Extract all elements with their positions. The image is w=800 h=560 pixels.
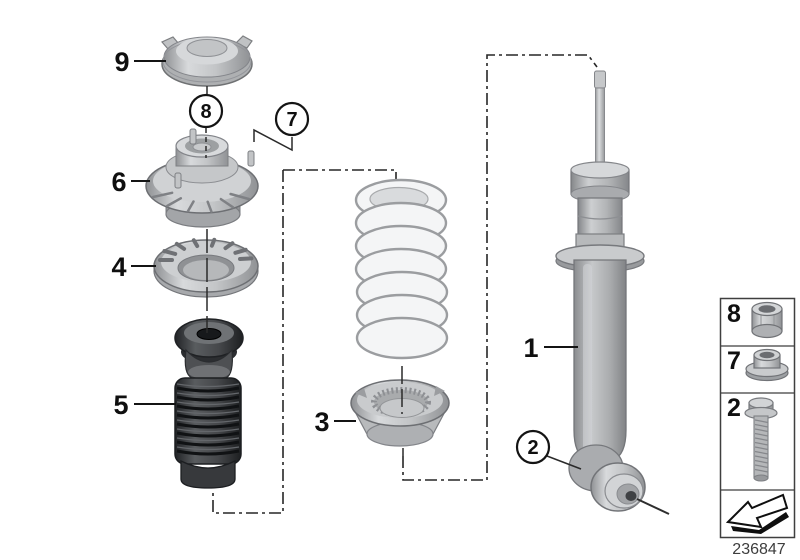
part-label-6[interactable]: 6 [111, 167, 150, 197]
part-4-upper-spring-pad [153, 237, 259, 298]
bumpstop-waist-sheen [188, 365, 230, 379]
part-label-4[interactable]: 4 [111, 252, 156, 282]
boot-ribs [176, 383, 240, 456]
flange-nut-icon [745, 348, 789, 382]
parts-legend-panel: 8 7 2 [719, 297, 796, 539]
part-label-1[interactable]: 1 [523, 333, 578, 363]
part-3-lower-spring-pad [350, 379, 450, 447]
pad4-notches [158, 237, 254, 262]
lock-nut-icon [751, 301, 783, 339]
bumpstop-hole [196, 328, 222, 340]
part-5-bump-stop [174, 318, 244, 379]
mount-studs [174, 128, 255, 189]
legend-item-7[interactable]: 7 [727, 347, 789, 382]
coil-spring [354, 178, 449, 360]
pad3-notch-1 [355, 388, 367, 398]
boot-lower-section [180, 459, 236, 489]
shock-bushing-hole [625, 491, 637, 501]
mount-ribs [151, 191, 251, 213]
cap-plateau [186, 39, 228, 57]
pad4-bore [183, 260, 229, 280]
part-1-shock-absorber [555, 70, 670, 515]
legend-item-2[interactable]: 2 [727, 394, 778, 482]
callout-7-text[interactable]: 7 [286, 109, 297, 131]
shock-piston-rod [595, 87, 605, 171]
part-label-5-text[interactable]: 5 [113, 390, 128, 420]
legend-item-2-label[interactable]: 2 [727, 394, 741, 422]
shock-tube [573, 259, 627, 461]
legend-item-8[interactable]: 8 [727, 300, 783, 339]
shock-neck-ring [577, 215, 623, 220]
shock-rod-tip [594, 70, 606, 89]
legend-item-8-label[interactable]: 8 [727, 300, 741, 328]
part-6-guide-support [145, 128, 259, 228]
direction-of-travel-arrow-icon [725, 493, 789, 534]
callout-8-text[interactable]: 8 [200, 101, 211, 123]
diagram-number: 236847 [732, 541, 785, 558]
shock-bolt-axis-line [636, 498, 670, 515]
part-label-4-text[interactable]: 4 [111, 252, 126, 282]
legend-direction-cell [725, 493, 789, 534]
part-label-3-text[interactable]: 3 [314, 407, 329, 437]
flange-bolt-icon [744, 397, 778, 482]
part-5-dust-boot [174, 377, 242, 489]
callout-7[interactable]: 7 [253, 101, 310, 152]
assembly-axis-lines [212, 54, 598, 514]
part-label-9[interactable]: 9 [114, 47, 166, 77]
mount-bore [192, 142, 212, 152]
part-9-strut-mount-cap [161, 35, 253, 87]
part-label-6-text[interactable]: 6 [111, 167, 126, 197]
callout-2-text[interactable]: 2 [527, 437, 538, 459]
pad3-notch-2 [434, 386, 445, 396]
part-label-9-text[interactable]: 9 [114, 47, 129, 77]
callout-2[interactable]: 2 [515, 429, 582, 470]
legend-item-7-label[interactable]: 7 [727, 347, 741, 375]
part-label-5[interactable]: 5 [113, 390, 176, 420]
part-label-3[interactable]: 3 [314, 407, 356, 437]
axis-line-boot-loop [212, 170, 284, 514]
shock-tube-highlight [583, 264, 592, 450]
shock-top-cap-face [570, 161, 630, 179]
connector-lines [205, 86, 404, 456]
part-label-1-text[interactable]: 1 [523, 333, 538, 363]
callout-8[interactable]: 8 [188, 93, 224, 129]
